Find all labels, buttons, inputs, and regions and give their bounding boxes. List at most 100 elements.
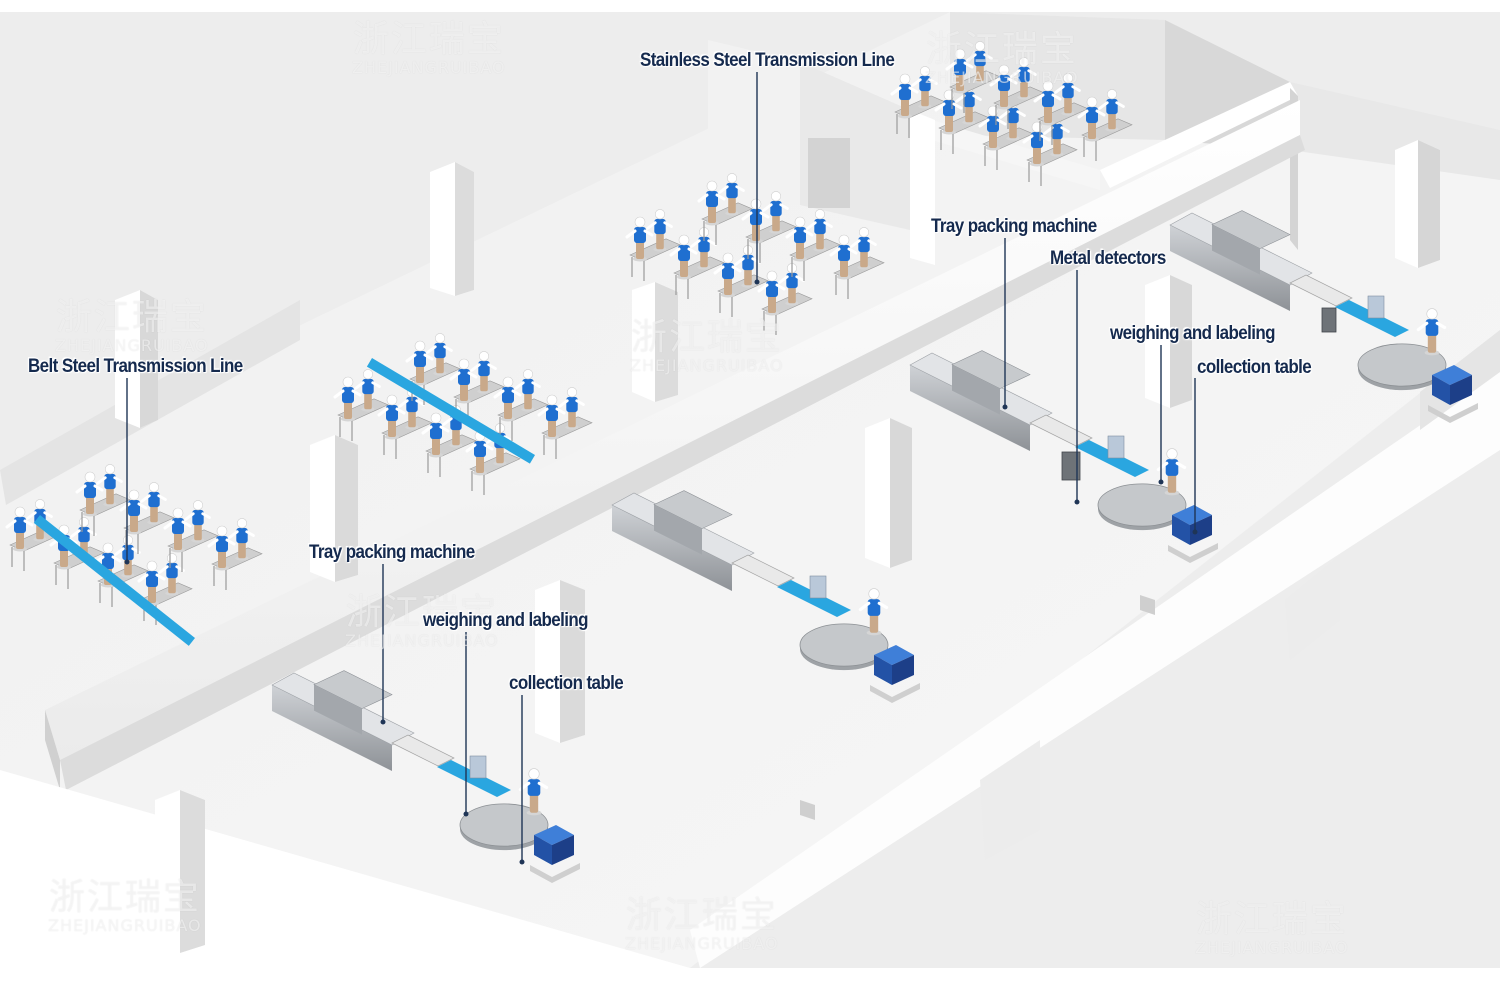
worker-apron [742, 254, 754, 271]
worker-apron [1042, 91, 1054, 107]
label-tray-packing-machine-left: Tray packing machine [309, 541, 475, 563]
label-collection-table-left: collection table [509, 672, 624, 694]
worker-apron [362, 378, 374, 395]
worker-legs [989, 128, 997, 148]
worker-apron [430, 423, 442, 439]
metal-detector [1321, 307, 1337, 333]
worker-apron [502, 387, 514, 403]
worker-legs [60, 547, 68, 567]
worker-apron [786, 272, 798, 289]
worker-legs [965, 103, 973, 123]
worker-legs [408, 408, 416, 428]
worker-legs [529, 791, 539, 813]
worker-legs [548, 417, 556, 437]
worker-legs [86, 494, 94, 514]
worker-legs [752, 221, 760, 241]
worker-head [868, 588, 880, 600]
blue-crate [1172, 505, 1212, 525]
worker-legs [174, 530, 182, 550]
worker-apron [943, 100, 955, 116]
worker-legs [436, 354, 444, 374]
worker-head [794, 216, 806, 228]
worker-head [899, 73, 911, 85]
worker-legs [388, 417, 396, 437]
worker-head [362, 369, 374, 380]
worker-legs [364, 390, 372, 410]
label-weighing-labeling-right: weighing and labeling [1110, 322, 1276, 344]
worker-head [128, 489, 140, 501]
worker-apron [546, 405, 558, 421]
worker-apron [998, 75, 1010, 91]
worker-legs [130, 512, 138, 532]
worker-head [1166, 448, 1178, 460]
worker-apron [146, 571, 158, 587]
worker-legs [768, 293, 776, 313]
worker-legs [480, 372, 488, 392]
worker-legs [869, 611, 879, 633]
worker-head [414, 340, 426, 352]
worker-head [84, 471, 96, 483]
roller-conveyor [1289, 274, 1353, 307]
tray-packing-machine [612, 505, 732, 591]
leader-dots [124, 279, 1198, 865]
worker-apron [987, 116, 999, 132]
worker-head [814, 209, 826, 220]
worker-apron [963, 91, 975, 108]
worker-head [634, 216, 646, 228]
worker-apron [478, 360, 490, 377]
worker-legs [460, 381, 468, 401]
worker-head [34, 499, 46, 510]
worker-apron [654, 218, 666, 235]
worker-legs [148, 583, 156, 603]
worker-head [566, 387, 578, 398]
worker-legs [1108, 110, 1116, 130]
worker-legs [816, 230, 824, 250]
worker-legs [476, 453, 484, 473]
worker-head [726, 173, 738, 184]
worker-apron [794, 227, 806, 243]
worker-legs [921, 87, 929, 107]
worker-head [1086, 96, 1098, 108]
worker-head [998, 64, 1010, 76]
worker-legs [106, 485, 114, 505]
worker-head [434, 333, 446, 344]
worker-head [1062, 73, 1074, 84]
blue-crate [874, 645, 914, 665]
worker-legs [150, 503, 158, 523]
worker-apron [766, 281, 778, 297]
worker-legs [168, 574, 176, 594]
worker-apron [386, 405, 398, 421]
worker-legs [1009, 119, 1017, 139]
weighing-labeling-conveyor [1335, 300, 1409, 337]
worker-apron [954, 59, 966, 75]
worker-legs [796, 239, 804, 259]
worker-legs [504, 399, 512, 419]
worker-legs [788, 284, 796, 304]
worker-apron [1018, 66, 1030, 83]
worker-apron [858, 236, 870, 253]
blue-conveyor [366, 358, 535, 464]
worker-apron [458, 369, 470, 385]
blue-crate [1432, 365, 1472, 385]
worker-legs [416, 363, 424, 383]
worker-apron [166, 562, 178, 579]
worker-head [1042, 80, 1054, 92]
worker-apron [14, 517, 26, 533]
worker-legs [744, 266, 752, 286]
worker-head [458, 358, 470, 370]
worker-head [1426, 308, 1438, 320]
worker-apron [216, 536, 228, 552]
worker-legs [1064, 94, 1072, 114]
worker-apron [1425, 319, 1439, 336]
worker-apron [814, 218, 826, 235]
roller-conveyor [391, 734, 455, 767]
worker-head [78, 517, 90, 528]
blue-crate [534, 825, 574, 845]
worker-head [502, 376, 514, 388]
label-tray-packing-machine-right: Tray packing machine [931, 215, 1097, 237]
worker-apron [342, 387, 354, 403]
label-belt-steel-line: Belt Steel Transmission Line [28, 355, 243, 377]
worker-apron [1051, 123, 1063, 140]
